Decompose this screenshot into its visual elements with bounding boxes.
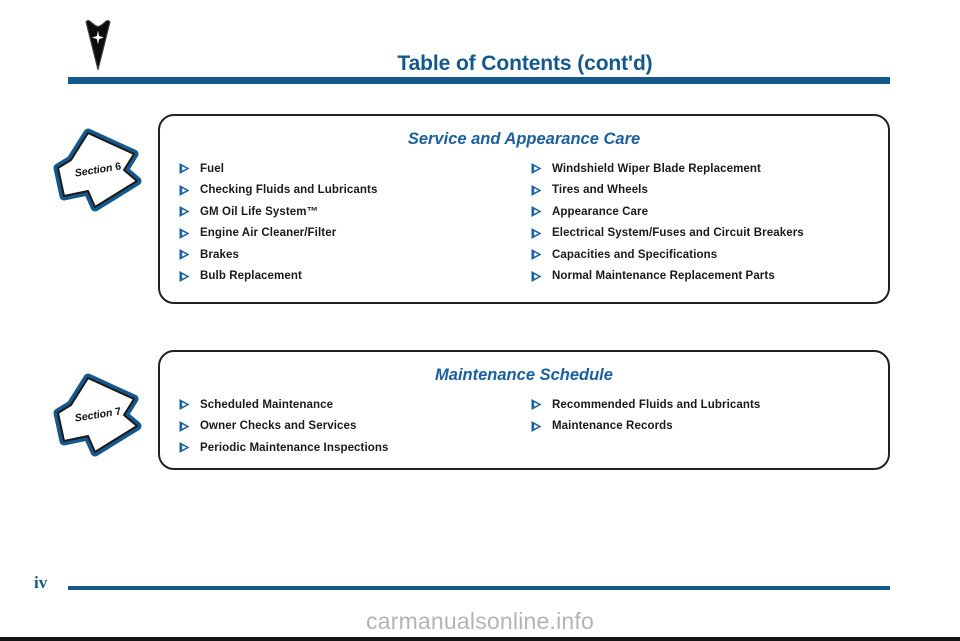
section-7-left-column: Scheduled Maintenance Owner Checks and S… bbox=[160, 394, 524, 459]
triangle-bullet-icon bbox=[178, 270, 191, 283]
triangle-bullet-icon bbox=[178, 227, 191, 240]
list-item-label: Fuel bbox=[200, 162, 225, 175]
list-item-label: Periodic Maintenance Inspections bbox=[200, 441, 389, 454]
list-item[interactable]: Engine Air Cleaner/Filter bbox=[178, 223, 524, 245]
triangle-bullet-icon bbox=[178, 441, 191, 454]
list-item[interactable]: Owner Checks and Services bbox=[178, 416, 524, 438]
list-item[interactable]: Appearance Care bbox=[530, 201, 888, 223]
list-item[interactable]: Periodic Maintenance Inspections bbox=[178, 437, 524, 459]
triangle-bullet-icon bbox=[178, 420, 191, 433]
list-item-label: Tires and Wheels bbox=[552, 184, 648, 197]
list-item-label: Appearance Care bbox=[552, 205, 649, 218]
list-item-label: Owner Checks and Services bbox=[200, 420, 357, 433]
triangle-bullet-icon bbox=[530, 398, 543, 411]
section-tab-7[interactable]: Section 7 bbox=[50, 369, 146, 465]
pontiac-arrowhead-logo-icon bbox=[84, 16, 112, 71]
section-tab-arrow-icon bbox=[53, 128, 142, 212]
list-item[interactable]: Maintenance Records bbox=[530, 416, 888, 438]
triangle-bullet-icon bbox=[530, 420, 543, 433]
bottom-edge-bar bbox=[0, 637, 960, 641]
list-item[interactable]: Tires and Wheels bbox=[530, 180, 888, 202]
section-6-left-column: Fuel Checking Fluids and Lubricants GM O… bbox=[160, 158, 524, 287]
header-divider bbox=[68, 77, 890, 84]
list-item[interactable]: Checking Fluids and Lubricants bbox=[178, 180, 524, 202]
list-item[interactable]: Capacities and Specifications bbox=[530, 244, 888, 266]
list-item[interactable]: Brakes bbox=[178, 244, 524, 266]
triangle-bullet-icon bbox=[178, 248, 191, 261]
triangle-bullet-icon bbox=[530, 184, 543, 197]
list-item[interactable]: Windshield Wiper Blade Replacement bbox=[530, 158, 888, 180]
list-item[interactable]: Electrical System/Fuses and Circuit Brea… bbox=[530, 223, 888, 245]
triangle-bullet-icon bbox=[530, 248, 543, 261]
list-item[interactable]: GM Oil Life System™ bbox=[178, 201, 524, 223]
list-item-label: GM Oil Life System™ bbox=[200, 205, 319, 218]
list-item-label: Maintenance Records bbox=[552, 420, 673, 433]
triangle-bullet-icon bbox=[530, 162, 543, 175]
section-heading-7: Maintenance Schedule bbox=[435, 366, 613, 384]
section-panel-7: Maintenance Schedule Scheduled Maintenan… bbox=[158, 350, 890, 470]
list-item[interactable]: Bulb Replacement bbox=[178, 266, 524, 288]
list-item[interactable]: Scheduled Maintenance bbox=[178, 394, 524, 416]
section-7-columns: Scheduled Maintenance Owner Checks and S… bbox=[160, 394, 888, 459]
list-item-label: Normal Maintenance Replacement Parts bbox=[552, 270, 775, 283]
triangle-bullet-icon bbox=[178, 184, 191, 197]
list-item-label: Bulb Replacement bbox=[200, 270, 302, 283]
triangle-bullet-icon bbox=[530, 270, 543, 283]
triangle-bullet-icon bbox=[178, 162, 191, 175]
section-7-right-column: Recommended Fluids and Lubricants Mainte… bbox=[524, 394, 888, 459]
list-item[interactable]: Fuel bbox=[178, 158, 524, 180]
section-6-columns: Fuel Checking Fluids and Lubricants GM O… bbox=[160, 158, 888, 287]
list-item-label: Capacities and Specifications bbox=[552, 248, 718, 261]
footer-divider bbox=[68, 586, 890, 590]
list-item[interactable]: Normal Maintenance Replacement Parts bbox=[530, 266, 888, 288]
section-tab-6[interactable]: Section 6 bbox=[50, 124, 146, 220]
list-item-label: Scheduled Maintenance bbox=[200, 398, 334, 411]
section-heading-6: Service and Appearance Care bbox=[407, 130, 641, 148]
triangle-bullet-icon bbox=[178, 398, 191, 411]
list-item-label: Recommended Fluids and Lubricants bbox=[552, 398, 761, 411]
list-item-label: Checking Fluids and Lubricants bbox=[200, 184, 378, 197]
page-number: iv bbox=[34, 573, 48, 592]
list-item[interactable]: Recommended Fluids and Lubricants bbox=[530, 394, 888, 416]
list-item-label: Brakes bbox=[200, 248, 239, 261]
list-item-label: Engine Air Cleaner/Filter bbox=[200, 227, 337, 240]
page-title: Table of Contents (cont'd) bbox=[397, 52, 653, 75]
section-tab-arrow-icon bbox=[53, 373, 142, 457]
triangle-bullet-icon bbox=[530, 205, 543, 218]
section-6-right-column: Windshield Wiper Blade Replacement Tires… bbox=[524, 158, 888, 287]
list-item-label: Electrical System/Fuses and Circuit Brea… bbox=[552, 227, 804, 240]
list-item-label: Windshield Wiper Blade Replacement bbox=[552, 162, 761, 175]
section-panel-6: Service and Appearance Care Fuel Checkin… bbox=[158, 114, 890, 304]
triangle-bullet-icon bbox=[178, 205, 191, 218]
triangle-bullet-icon bbox=[530, 227, 543, 240]
watermark-text: carmanualsonline.info bbox=[366, 608, 594, 634]
